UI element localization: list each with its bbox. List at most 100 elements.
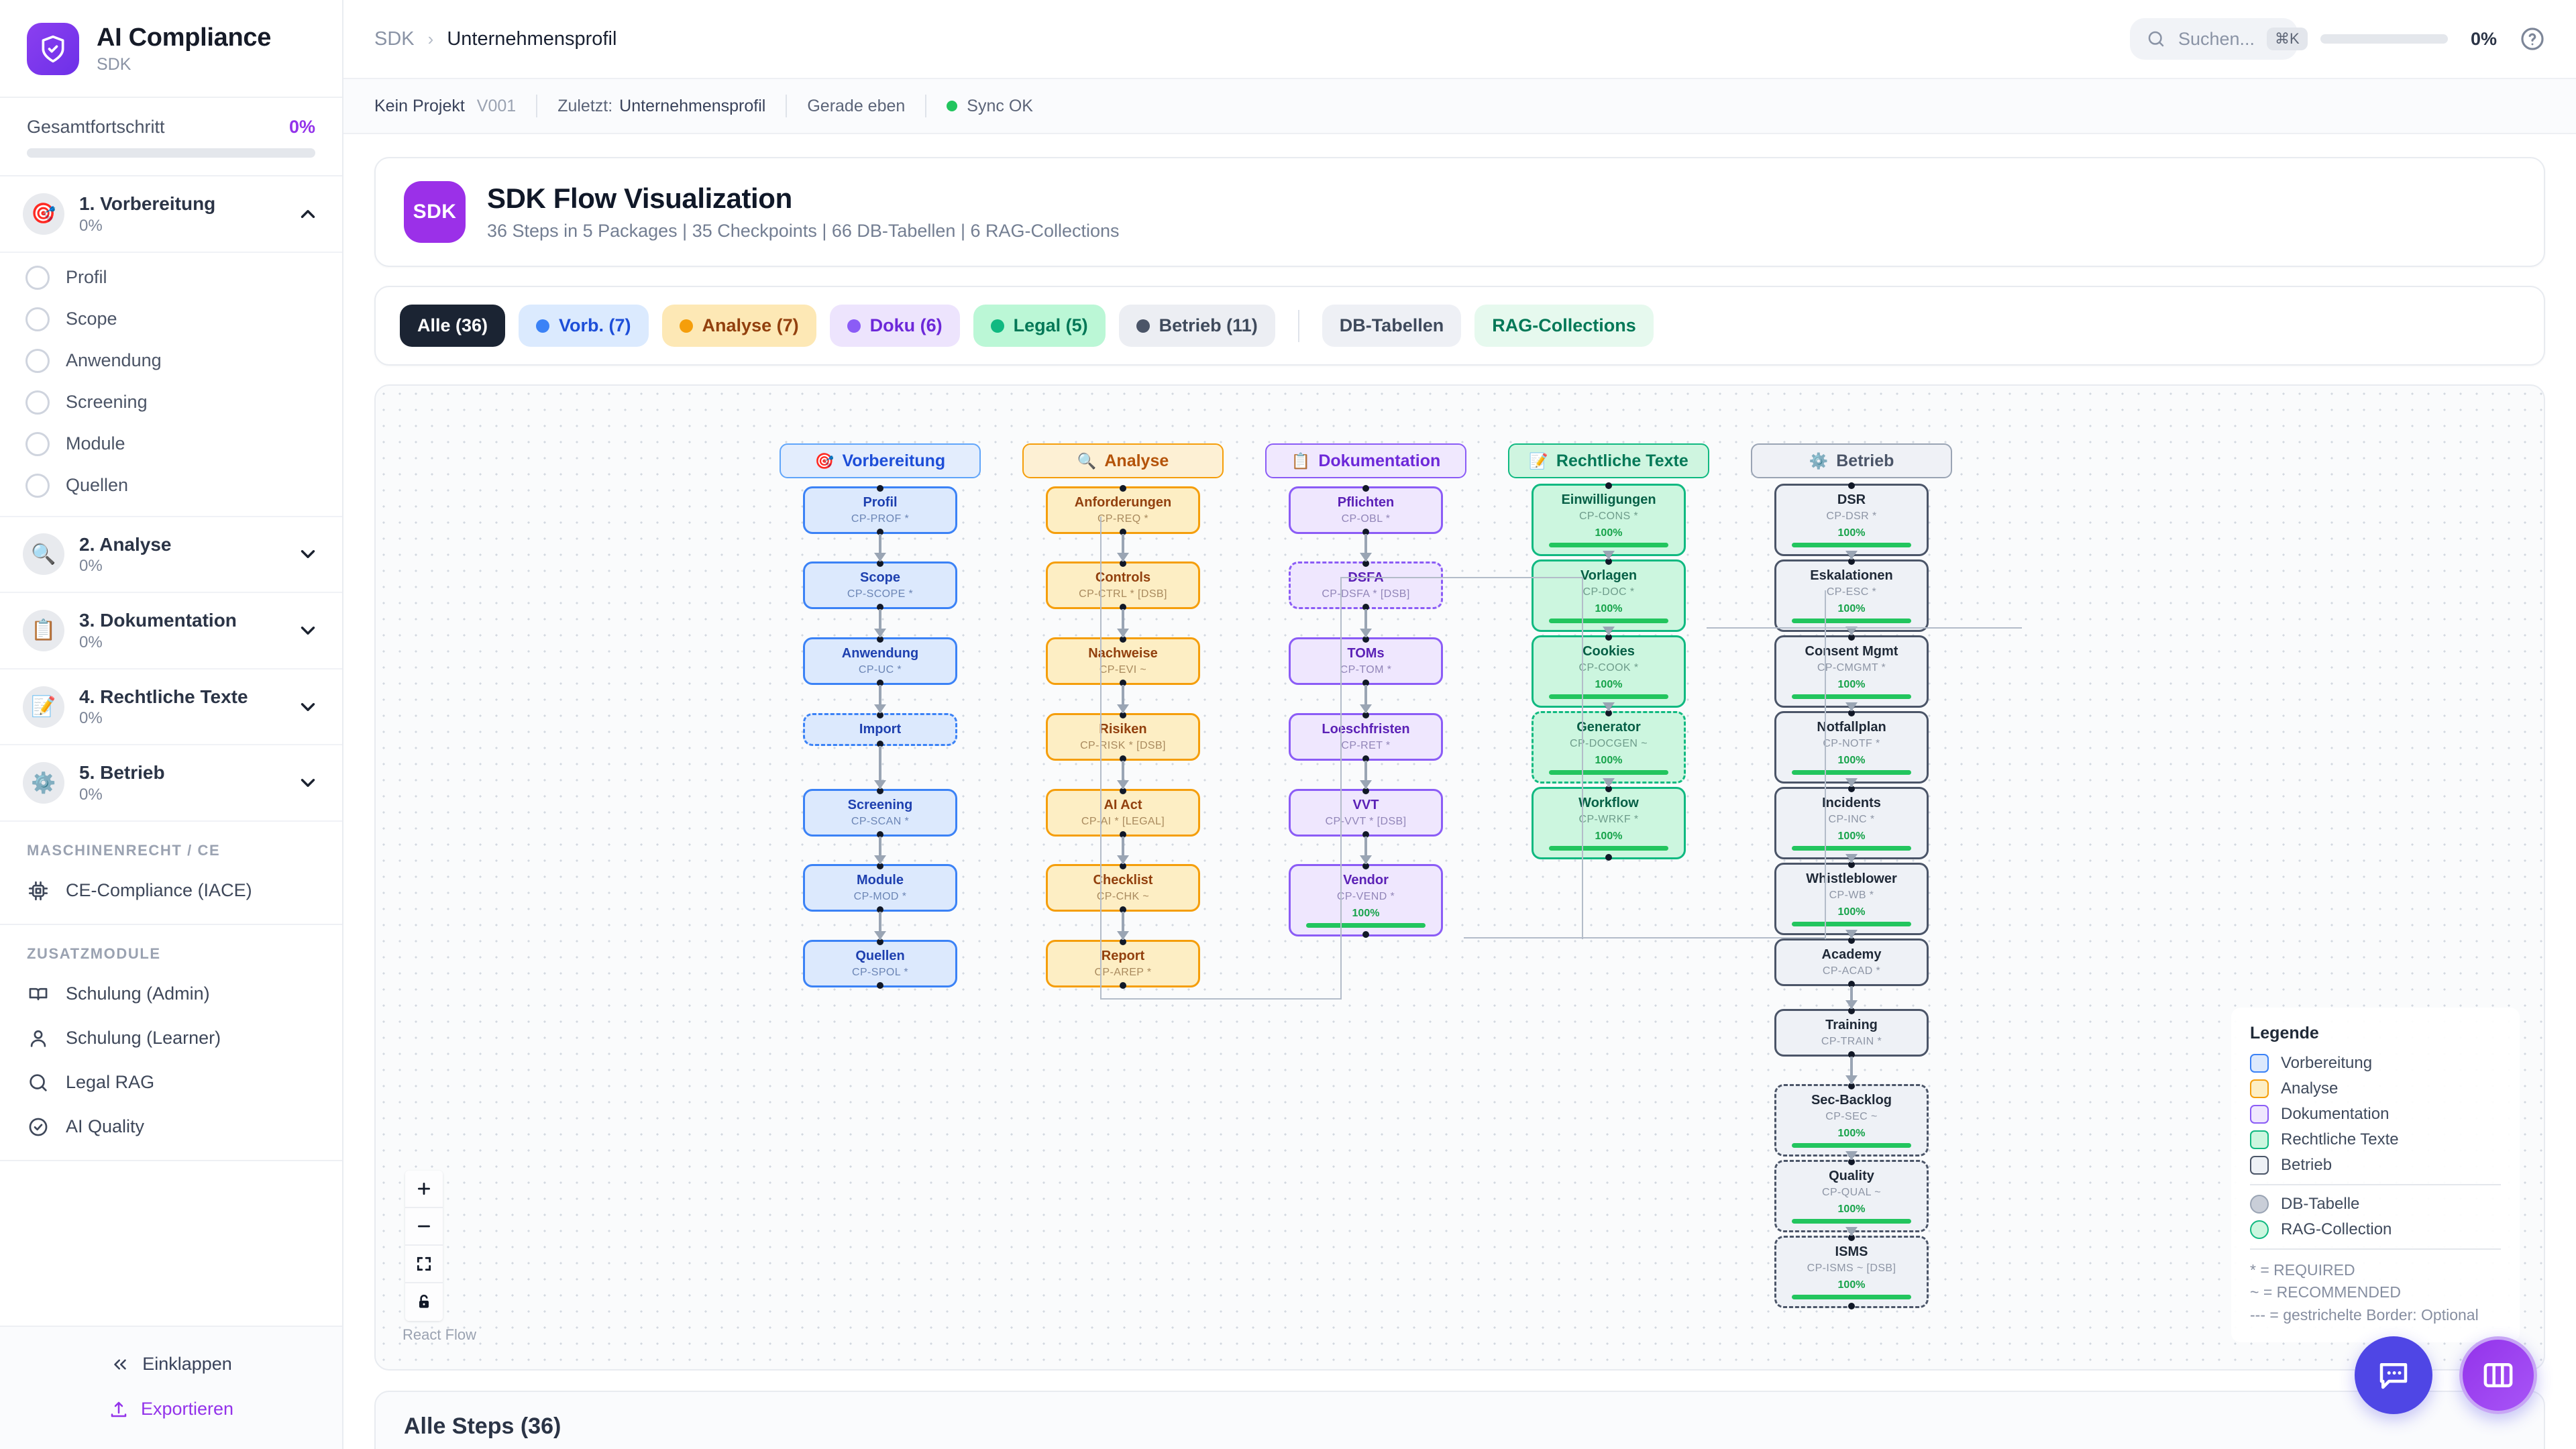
flow-edge-arrow-icon [1360, 704, 1372, 713]
flow-edge [1850, 986, 1853, 1009]
sidebar-link-legal-rag[interactable]: Legal RAG [0, 1061, 342, 1105]
collapse-sidebar-button[interactable]: Einklappen [0, 1342, 342, 1387]
lock-button[interactable] [405, 1283, 443, 1321]
all-steps-title: Alle Steps (36) [404, 1413, 561, 1439]
question-circle-icon[interactable] [2520, 26, 2545, 52]
node-code: CP-DOCGEN ~ [1570, 738, 1648, 749]
sidebar-link-schulung-admin[interactable]: Schulung (Admin) [0, 972, 342, 1016]
sidebar-link-schulung-learner[interactable]: Schulung (Learner) [0, 1016, 342, 1061]
flow-edge-arrow-icon [874, 553, 886, 561]
search-placeholder: Suchen... [2178, 28, 2255, 49]
phase-emoji-icon: 📝 [23, 686, 64, 728]
sidebar-item-profil[interactable]: Profil [0, 257, 342, 299]
node-title: Vorlagen [1580, 568, 1638, 583]
react-flow-attribution[interactable]: React Flow [402, 1326, 477, 1343]
brand-header[interactable]: AI Compliance SDK [0, 0, 342, 98]
panel-fab[interactable] [2459, 1336, 2537, 1414]
sidebar-item-screening[interactable]: Screening [0, 382, 342, 423]
zoom-out-button[interactable] [405, 1208, 443, 1246]
sidebar-item-scope[interactable]: Scope [0, 299, 342, 340]
breadcrumb-root[interactable]: SDK [374, 28, 415, 50]
filter-chip-legal-5[interactable]: Legal (5) [973, 305, 1106, 347]
node-handle-bottom [1848, 1303, 1855, 1309]
modules-section-title: ZUSATZMODULE [27, 945, 161, 962]
search-input[interactable]: Suchen... ⌘K [2129, 18, 2308, 60]
filter-chip-alle-36[interactable]: Alle (36) [400, 305, 506, 347]
filter-chip-rag-collections[interactable]: RAG-Collections [1474, 305, 1654, 347]
node-title: Consent Mgmt [1805, 644, 1898, 659]
node-handle-top [877, 788, 883, 794]
sidebar-item-anwendung[interactable]: Anwendung [0, 340, 342, 382]
flow-edge-arrow-icon [1117, 704, 1129, 713]
export-button[interactable]: Exportieren [0, 1387, 342, 1432]
sidebar-item-module[interactable]: Module [0, 423, 342, 465]
node-handle-bottom [1605, 854, 1612, 861]
fit-view-button[interactable] [405, 1246, 443, 1283]
filter-chip-db-tabellen[interactable]: DB-Tabellen [1322, 305, 1462, 347]
chat-fab[interactable] [2355, 1336, 2432, 1414]
column-icon: 🔍 [1077, 451, 1097, 470]
sidebar-link-ce-compliance-iace[interactable]: CE-Compliance (IACE) [0, 869, 342, 913]
node-progress-value: 100% [1837, 1203, 1866, 1215]
book-icon [29, 987, 48, 1001]
node-handle-top [1848, 482, 1855, 489]
filter-chip-doku-6[interactable]: Doku (6) [829, 305, 960, 347]
sidebar-item-quellen[interactable]: Quellen [0, 465, 342, 506]
sidebar-divider [0, 1159, 342, 1161]
filter-chip-betrieb-11[interactable]: Betrieb (11) [1118, 305, 1275, 347]
filter-chip-analyse-7[interactable]: Analyse (7) [661, 305, 816, 347]
legend-item-dokumentation: Dokumentation [2250, 1104, 2501, 1124]
zoom-in-button[interactable] [405, 1171, 443, 1208]
collapse-label: Einklappen [142, 1354, 232, 1374]
column-label: Vorbereitung [842, 451, 946, 470]
flow-edge-arrow-icon [1845, 702, 1858, 711]
legend-swatch [2250, 1130, 2269, 1149]
phase-label: 4. Rechtliche Texte [79, 686, 248, 707]
filter-chip-vorb-7[interactable]: Vorb. (7) [519, 305, 649, 347]
sidebar-link-ai-quality[interactable]: AI Quality [0, 1105, 342, 1149]
flow-node-import[interactable]: Import [803, 712, 957, 747]
page-subtitle: 36 Steps in 5 Packages | 35 Checkpoints … [487, 221, 1120, 241]
